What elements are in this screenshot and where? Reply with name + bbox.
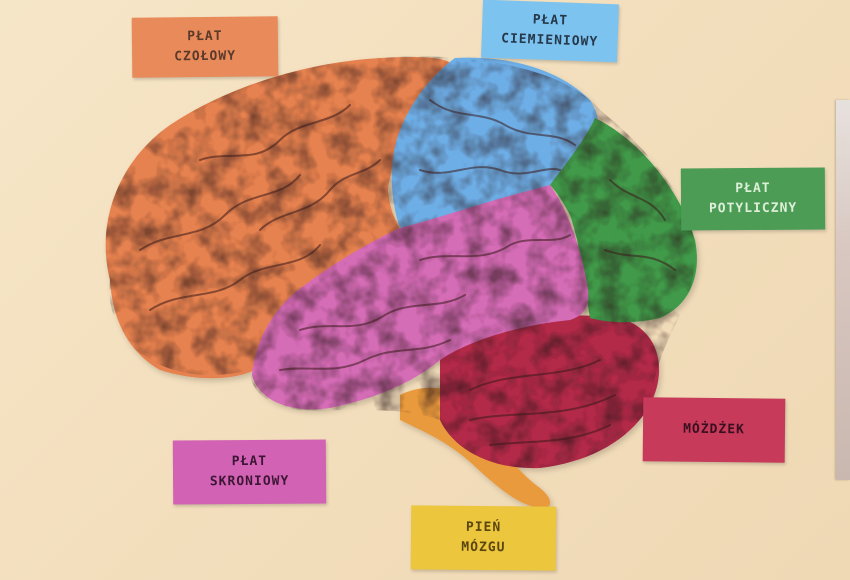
sulci-lines <box>139 99 676 446</box>
label-brainstem: PIEŃ MÓZGU <box>410 505 557 571</box>
label-frontal-line2: CZOŁOWY <box>174 48 237 65</box>
label-parietal-lobe: PŁAT CIEMIENIOWY <box>481 0 619 63</box>
label-brainstem-line2: MÓZGU <box>461 539 506 556</box>
label-occipital-lobe: PŁAT POTYLICZNY <box>680 167 826 231</box>
label-parietal-line2: CIEMIENIOWY <box>500 31 599 50</box>
label-temporal-line1: PŁAT <box>231 453 268 470</box>
label-brainstem-line1: PIEŃ <box>465 519 502 536</box>
gyri-texture <box>105 56 696 469</box>
label-frontal-line1: PŁAT <box>187 28 223 45</box>
paper-edge-strip <box>836 100 850 480</box>
label-temporal-lobe: PŁAT SKRONIOWY <box>172 439 327 505</box>
label-parietal-line1: PŁAT <box>532 12 569 29</box>
label-frontal-lobe: PŁAT CZOŁOWY <box>131 16 279 78</box>
label-temporal-line2: SKRONIOWY <box>209 473 290 490</box>
label-cerebellum-line1: MÓŻDŻEK <box>683 421 745 438</box>
label-cerebellum: MÓŻDŻEK <box>642 397 786 463</box>
label-occipital-line2: POTYLICZNY <box>708 200 798 217</box>
label-occipital-line1: PŁAT <box>735 180 771 197</box>
